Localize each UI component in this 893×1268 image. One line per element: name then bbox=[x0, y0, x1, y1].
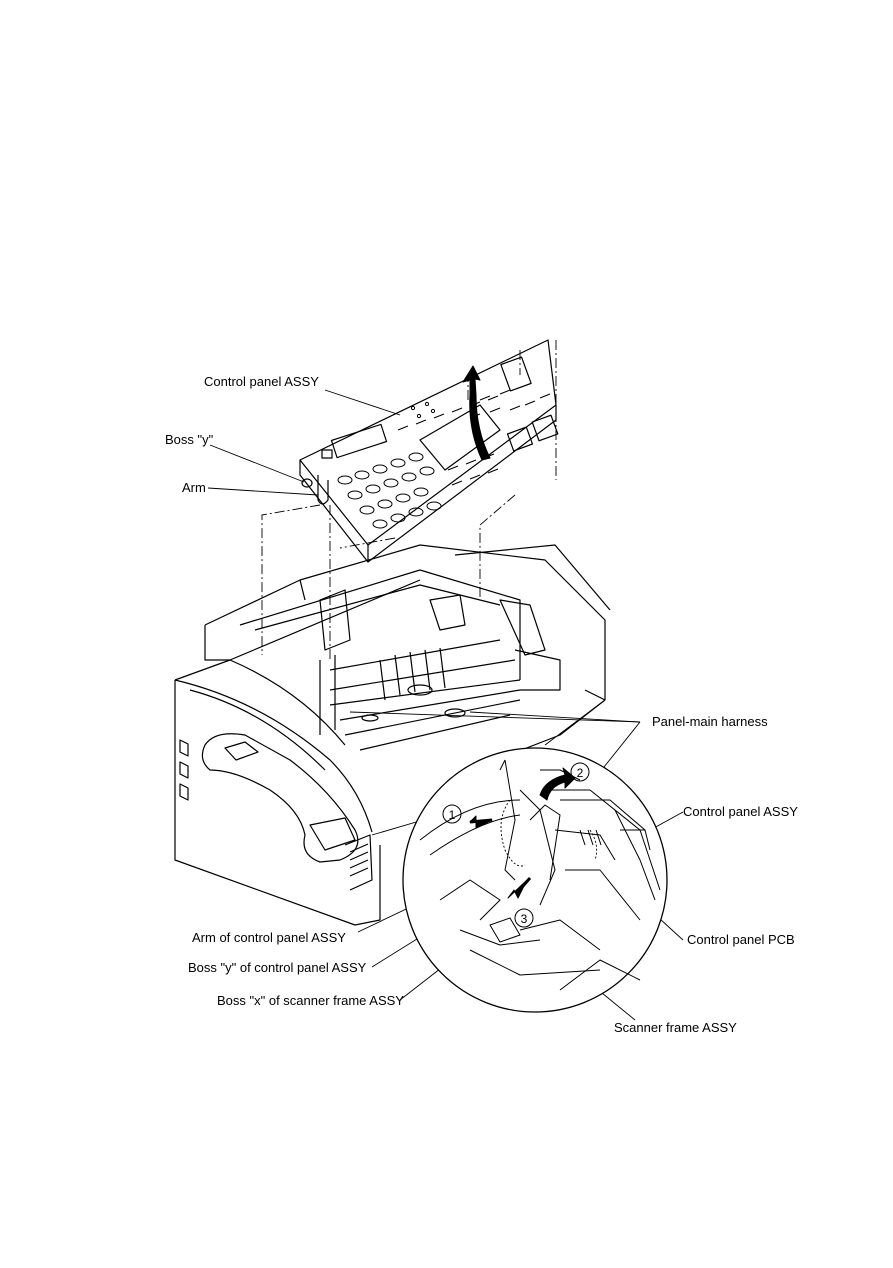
alignment-guides bbox=[261, 340, 557, 660]
step-3-arrow-icon bbox=[507, 879, 528, 899]
label-panel-main-harness: Panel-main harness bbox=[652, 714, 768, 729]
step-markers bbox=[442, 762, 590, 928]
step-1-number: 1 bbox=[449, 808, 456, 822]
detail-callout bbox=[371, 699, 668, 1013]
detail-dotted-parts bbox=[500, 799, 598, 867]
step-1-marker bbox=[442, 804, 462, 824]
step-2-number: 2 bbox=[577, 766, 584, 780]
step-3-marker bbox=[514, 908, 534, 928]
label-control-panel-assy-right: Control panel ASSY bbox=[683, 804, 798, 819]
inner-chassis bbox=[239, 569, 561, 751]
label-control-panel-pcb: Control panel PCB bbox=[687, 932, 795, 947]
machine-body bbox=[174, 544, 611, 926]
label-scanner-frame-assy: Scanner frame ASSY bbox=[614, 1020, 737, 1035]
label-arm-of-control-panel: Arm of control panel ASSY bbox=[192, 930, 346, 945]
handset bbox=[201, 733, 373, 891]
label-arm: Arm bbox=[182, 480, 206, 495]
panel-arm bbox=[301, 475, 329, 505]
step-2-marker bbox=[570, 762, 590, 782]
detail-interior bbox=[419, 759, 661, 991]
label-boss-x-of-scanner-frame: Boss "x" of scanner frame ASSY bbox=[217, 993, 404, 1008]
lift-arrow-icon bbox=[462, 365, 491, 461]
label-control-panel-assy-top: Control panel ASSY bbox=[204, 374, 319, 389]
label-boss-y-of-control-panel: Boss "y" of control panel ASSY bbox=[188, 960, 367, 975]
control-panel-assy bbox=[299, 339, 559, 563]
label-boss-y: Boss "y" bbox=[165, 432, 214, 447]
step-2-arrow-icon bbox=[539, 767, 576, 801]
step-3-number: 3 bbox=[521, 912, 528, 926]
step-arrows bbox=[469, 767, 576, 899]
control-panel-keys bbox=[337, 389, 551, 529]
